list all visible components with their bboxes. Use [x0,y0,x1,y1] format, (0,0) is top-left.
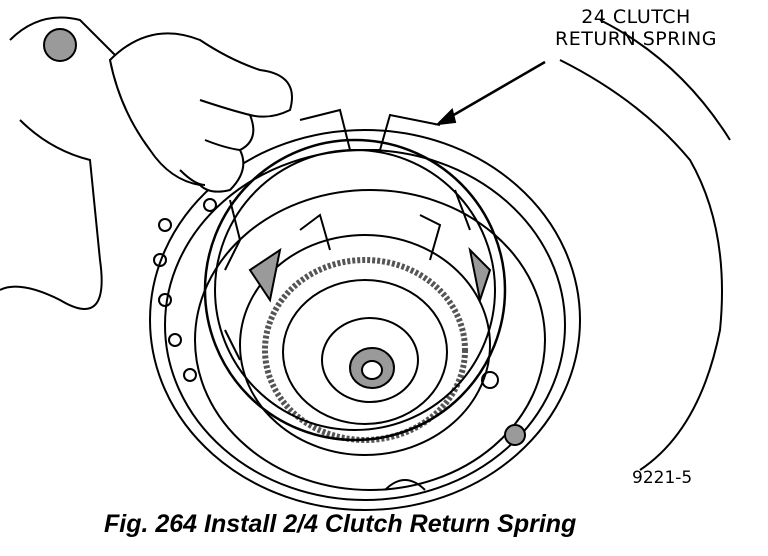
bolt-holes [153,198,526,491]
callout-arrow [435,60,546,126]
callout-label: 24 CLUTCH RETURN SPRING [536,6,736,50]
return-spring[interactable] [203,108,507,442]
case-outline [0,16,731,471]
figure-caption: Fig. 264 Install 2/4 Clutch Return Sprin… [104,510,577,538]
callout-line-2: RETURN SPRING [555,28,717,50]
figure-id: 9221-5 [632,468,693,488]
clutch-drum [239,213,492,456]
callout-line-1: 24 CLUTCH [581,6,691,28]
hand [108,32,293,193]
